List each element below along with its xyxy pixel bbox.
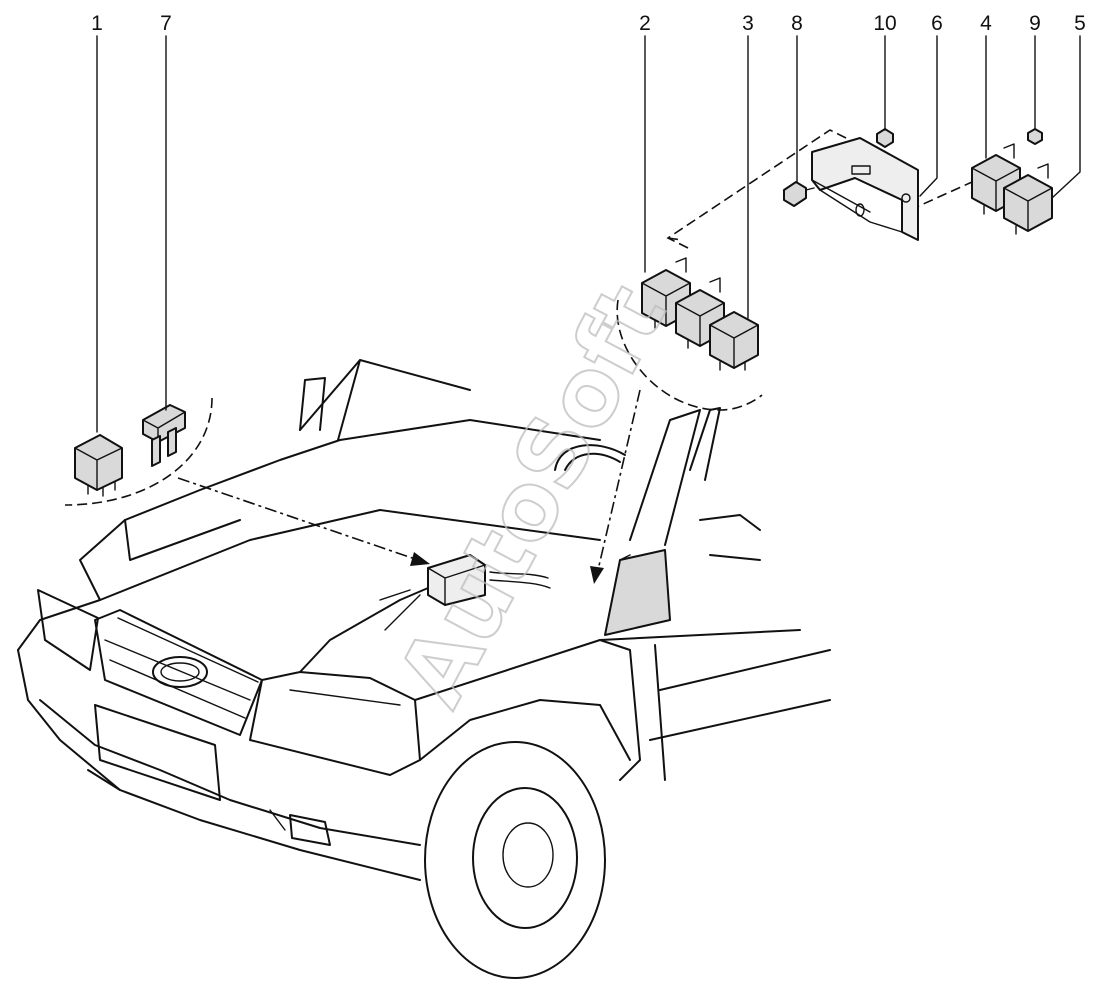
callout-4: 4 <box>980 12 992 35</box>
callout-9: 9 <box>1029 12 1041 35</box>
leader-5 <box>1051 35 1081 199</box>
watermark: AutoSoft <box>378 268 687 722</box>
arrow-left-to-box <box>177 477 419 561</box>
bracket-parts-group <box>666 35 1081 249</box>
fog-light <box>289 814 331 846</box>
relay-1-icon <box>74 434 123 497</box>
left-group-boundary <box>64 397 213 506</box>
nut-10-icon <box>876 128 894 148</box>
wheel-rim <box>472 787 578 929</box>
clip-8-icon <box>783 181 815 207</box>
callout-numbers: 1 7 2 3 8 10 6 4 9 5 <box>91 12 1086 35</box>
relay-3-icon <box>709 311 759 371</box>
grille <box>94 609 263 736</box>
front-tire <box>424 741 606 979</box>
fuse-7-icon <box>142 404 186 467</box>
callout-2: 2 <box>639 12 651 35</box>
callout-10: 10 <box>873 12 896 35</box>
assembly-line-b <box>667 237 683 241</box>
center-group-boundary <box>616 299 763 411</box>
headlight-right <box>249 671 421 776</box>
windshield <box>299 359 471 431</box>
headlight-left <box>37 589 99 671</box>
assembly-line-c <box>909 181 973 211</box>
center-parts-group <box>590 35 763 584</box>
grille-emblem <box>152 656 208 688</box>
relay-box <box>427 554 486 606</box>
callout-3: 3 <box>742 12 754 35</box>
side-mirror <box>604 549 671 636</box>
bracket-6-icon <box>811 137 919 241</box>
callout-1: 1 <box>91 12 103 35</box>
relay-5-icon <box>1003 163 1053 235</box>
left-parts-group <box>64 35 430 566</box>
callout-5: 5 <box>1074 12 1086 35</box>
nut-9-icon <box>1027 128 1043 145</box>
license-plate <box>94 704 221 801</box>
car-front-view <box>17 359 831 979</box>
callout-7: 7 <box>160 12 172 35</box>
callout-8: 8 <box>791 12 803 35</box>
arrow-center-to-box <box>597 389 641 571</box>
hood <box>79 439 341 601</box>
leader-6 <box>919 35 938 197</box>
callout-6: 6 <box>931 12 943 35</box>
